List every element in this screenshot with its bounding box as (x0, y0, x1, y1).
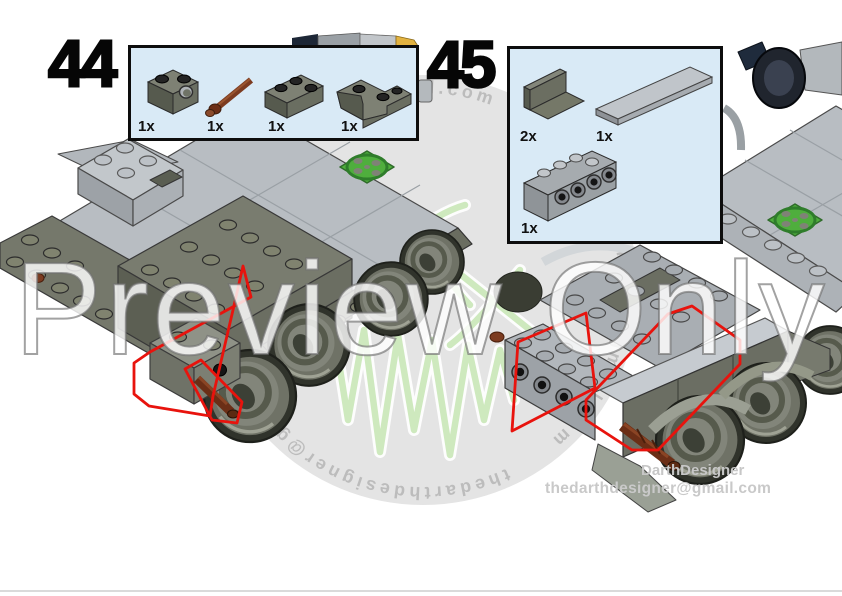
part-icon-axle-brown (205, 77, 254, 117)
right-top-tire (752, 47, 806, 109)
brown-pin-end-left (31, 273, 45, 283)
front-lower-wedge (591, 443, 677, 513)
qty-label: 1x (521, 220, 538, 237)
parts-callout-step-44: 1x 1x 1x 1x (128, 45, 419, 141)
parts-callout-step-45: 2x 1x 1x (507, 46, 723, 244)
part-icon-brick-1x4-side-studs (522, 150, 618, 222)
brown-pin-end-right (489, 331, 505, 343)
qty-label: 1x (341, 118, 358, 135)
model-step-45 (489, 41, 842, 513)
parts-art-44: 1x 1x 1x 1x (138, 69, 413, 135)
right-rear-fender (721, 104, 746, 151)
right-highlight-outline (510, 304, 742, 452)
right-fender-1 (648, 394, 751, 434)
left-rear-subassembly (77, 138, 184, 227)
step-number-44: 44 (47, 26, 119, 100)
part-icon-panel-1x4 (522, 68, 586, 120)
model-step-44 (0, 107, 473, 442)
designer-email-watermark: thedarthdesigner@gmail.com (545, 480, 772, 497)
part-icon-brick-2x2-corner (336, 79, 413, 129)
qty-label: 1x (207, 118, 224, 135)
part-icon-brick-1x3 (263, 74, 325, 119)
right-far-wheel (493, 271, 543, 313)
right-rear-gray-plate (799, 41, 842, 96)
left-highlight-outline (132, 264, 253, 425)
qty-label: 2x (520, 128, 537, 145)
qty-label: 1x (268, 118, 285, 135)
green-round-plate-left (339, 150, 395, 184)
green-round-plate-right (767, 203, 823, 237)
designer-signature: DarthDesigner (641, 462, 745, 479)
right-fender-2 (718, 361, 815, 400)
right-mid-plates (539, 244, 761, 369)
side-studs (554, 167, 617, 205)
right-axle (618, 422, 681, 471)
preview-only-watermark: Preview Only (13, 235, 828, 382)
qty-label: 1x (596, 128, 613, 145)
technic-brick-face (504, 339, 596, 441)
page-bottom-divider (0, 590, 842, 592)
part-icon-tile-1x6 (594, 66, 714, 126)
model-peek-above-box44 (292, 32, 433, 103)
part-icon-technic-brick-1x2 (146, 69, 200, 115)
qty-label: 1x (138, 118, 155, 135)
parts-art-45: 2x 1x 1x (520, 66, 714, 237)
step-number-45: 45 (426, 27, 498, 101)
